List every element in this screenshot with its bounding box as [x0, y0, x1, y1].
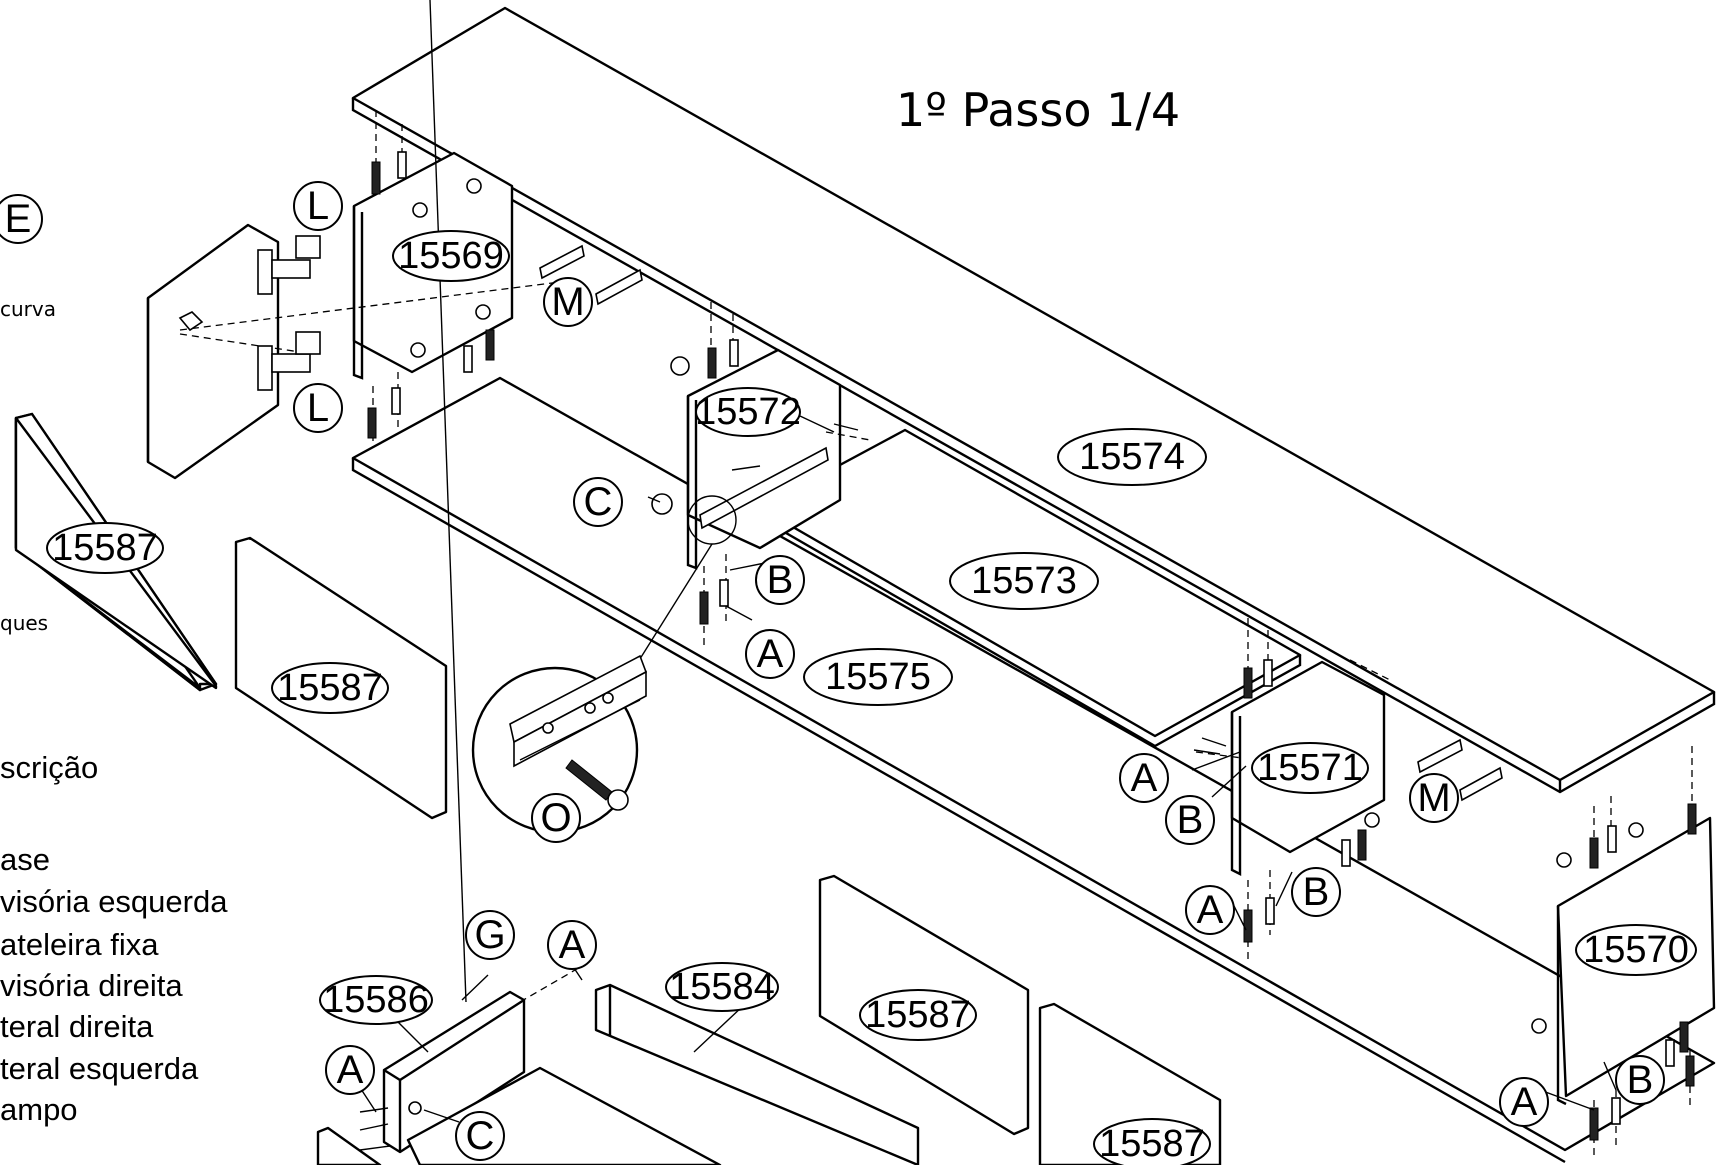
label-15586: 15586 — [319, 975, 433, 1025]
door-plate — [178, 311, 204, 332]
svg-text:A: A — [1511, 1080, 1538, 1124]
hw-tag-A-right-shelf: A — [1119, 753, 1169, 803]
part-code-15586: 15586 — [323, 979, 429, 1021]
svg-text:O: O — [540, 796, 571, 840]
hinge-upper — [257, 235, 321, 295]
step-title: 1º Passo 1/4 — [896, 83, 1180, 137]
label-15587-lower: 15587 — [859, 989, 977, 1041]
parts-list: scrição ase visória esquerda ateleira fi… — [0, 750, 228, 1127]
svg-text:B: B — [1627, 1058, 1654, 1102]
parts-list-heading: scrição — [0, 750, 98, 785]
hw-tag-A-right-divider: A — [1185, 885, 1235, 935]
label-15571: 15571 — [1251, 742, 1369, 794]
part-code-15572: 15572 — [695, 391, 801, 433]
svg-text:B: B — [767, 558, 794, 602]
label-15587-bottom: 15587 — [1093, 1118, 1211, 1165]
hw-tag-A-center: A — [745, 629, 795, 679]
label-15587-left: 15587 — [46, 522, 164, 574]
hw-tag-A-drawer-left: A — [325, 1045, 375, 1095]
part-code-15587: 15587 — [52, 527, 158, 569]
slide-bracket-upper — [539, 244, 643, 306]
hw-tag-B-center: B — [755, 555, 805, 605]
hw-tag-A-drawer-top: A — [547, 920, 597, 970]
hw-tag-O: O — [531, 793, 581, 843]
detail-magnifier — [471, 543, 713, 834]
part-code-15575: 15575 — [825, 656, 931, 698]
parts-list-item: visória esquerda — [0, 884, 228, 919]
part-code-15587: 15587 — [1099, 1123, 1205, 1165]
label-15573: 15573 — [949, 552, 1099, 610]
svg-text:G: G — [474, 913, 505, 957]
part-code-15570: 15570 — [1583, 929, 1689, 971]
svg-text:L: L — [307, 386, 329, 430]
hw-tag-C-center: C — [573, 477, 623, 527]
hardware-dowels — [367, 151, 1697, 1141]
hardware-cams — [408, 178, 1644, 1115]
svg-text:B: B — [1177, 798, 1204, 842]
hw-tag-M-lower: M — [1409, 773, 1459, 823]
label-15587-center: 15587 — [271, 662, 389, 714]
label-15584: 15584 — [665, 962, 779, 1012]
svg-text:L: L — [307, 184, 329, 228]
hw-tag-B-right-shelf: B — [1165, 795, 1215, 845]
hw-tag-B-right-divider: B — [1291, 867, 1341, 917]
label-15575: 15575 — [803, 648, 953, 706]
parts-list-item: ampo — [0, 1092, 78, 1127]
label-15570: 15570 — [1575, 924, 1697, 976]
svg-text:M: M — [551, 280, 584, 324]
part-code-15571: 15571 — [1257, 747, 1363, 789]
base-panel-15575 — [351, 376, 1716, 1164]
hw-tag-M-upper: M — [543, 277, 593, 327]
part-code-15587: 15587 — [865, 994, 971, 1036]
hw-tag-A-right-side: A — [1499, 1077, 1549, 1127]
hw-tag-E: E — [0, 194, 43, 244]
svg-text:M: M — [1417, 776, 1450, 820]
svg-text:A: A — [757, 632, 784, 676]
svg-text:A: A — [1131, 756, 1158, 800]
drawer-bottom — [316, 1066, 722, 1165]
svg-text:C: C — [584, 480, 613, 524]
part-code-15573: 15573 — [971, 560, 1077, 602]
label-15572: 15572 — [695, 387, 801, 437]
hw-tag-G: G — [465, 910, 515, 960]
svg-text:C: C — [466, 1114, 495, 1158]
parts-list-item: teral direita — [0, 1009, 154, 1044]
label-15574: 15574 — [1057, 428, 1207, 486]
left-door — [146, 223, 280, 480]
drawer-back-15584 — [594, 983, 920, 1165]
part-code-15569: 15569 — [398, 235, 504, 277]
parts-list-item: ateleira fixa — [0, 927, 159, 962]
svg-text:A: A — [337, 1048, 364, 1092]
side-hint-top: curva — [0, 297, 56, 321]
hw-tag-B-right-side: B — [1615, 1055, 1665, 1105]
side-hint-mid: ques — [0, 611, 48, 635]
hw-tag-L-lower: L — [293, 383, 343, 433]
part-code-15584: 15584 — [669, 966, 775, 1008]
svg-text:A: A — [559, 923, 586, 967]
hw-tag-C-drawer: C — [455, 1111, 505, 1161]
hinge-lower — [257, 331, 321, 391]
slide-bracket-lower — [1417, 738, 1503, 802]
parts-list-item: ase — [0, 842, 50, 877]
top-panel-15574 — [351, 6, 1716, 794]
label-15569: 15569 — [392, 230, 510, 282]
svg-text:A: A — [1197, 888, 1224, 932]
part-code-15587: 15587 — [277, 667, 383, 709]
svg-text:E: E — [5, 197, 32, 241]
svg-text:B: B — [1303, 870, 1330, 914]
parts-list-item: visória direita — [0, 968, 183, 1003]
hw-tag-L-upper: L — [293, 181, 343, 231]
part-code-15574: 15574 — [1079, 436, 1185, 478]
parts-list-item: teral esquerda — [0, 1051, 199, 1086]
